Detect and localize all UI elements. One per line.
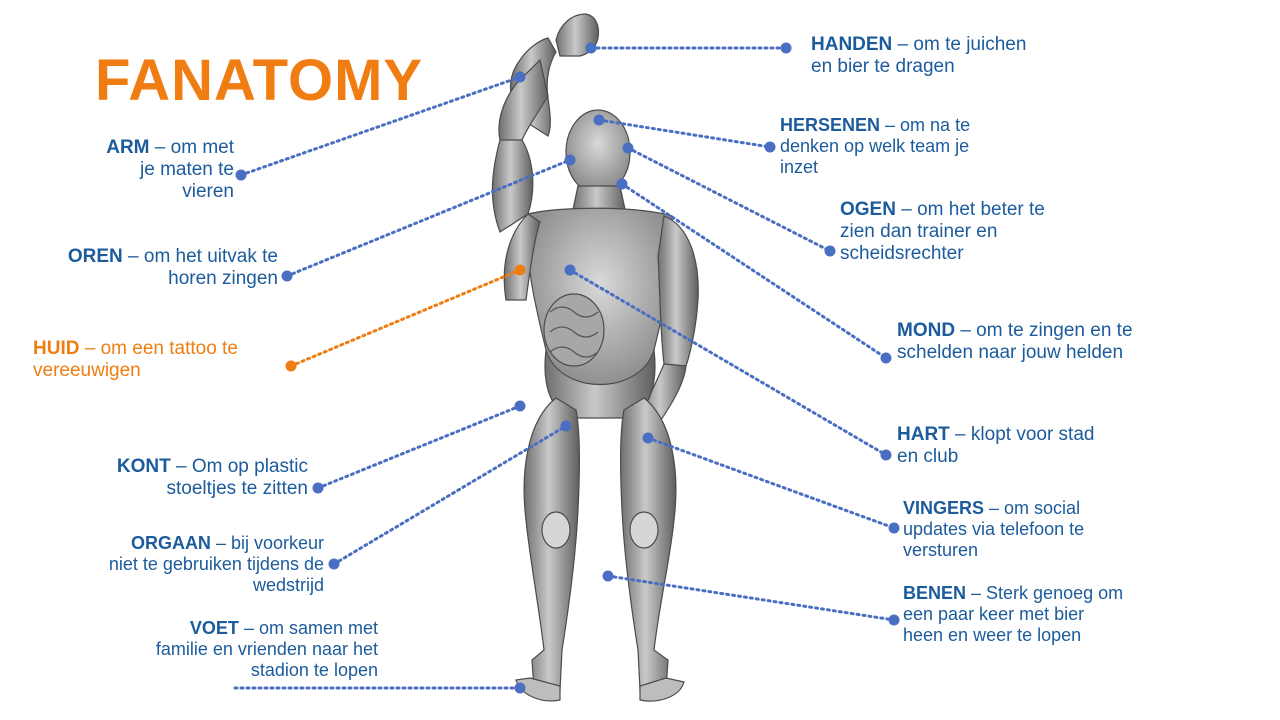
label-mond-term: MOND (897, 320, 956, 341)
page-title: FANATOMY (95, 48, 424, 113)
label-vingers-term: VINGERS (903, 498, 985, 518)
label-hart-term: HART (897, 424, 950, 445)
label-orgaan-term: ORGAAN (130, 533, 211, 553)
label-hersenen-term: HERSENEN (780, 115, 881, 135)
label-oren-term: OREN (67, 246, 123, 267)
label-ogen-term: OGEN (840, 199, 896, 220)
label-arm-term: ARM (106, 137, 150, 158)
label-benen-term: BENEN (903, 583, 967, 603)
label-voet-term: VOET (189, 618, 239, 638)
label-kont-term: KONT (116, 456, 171, 477)
label-handen-term: HANDEN (811, 34, 893, 55)
label-huid-term: HUID (33, 338, 80, 359)
